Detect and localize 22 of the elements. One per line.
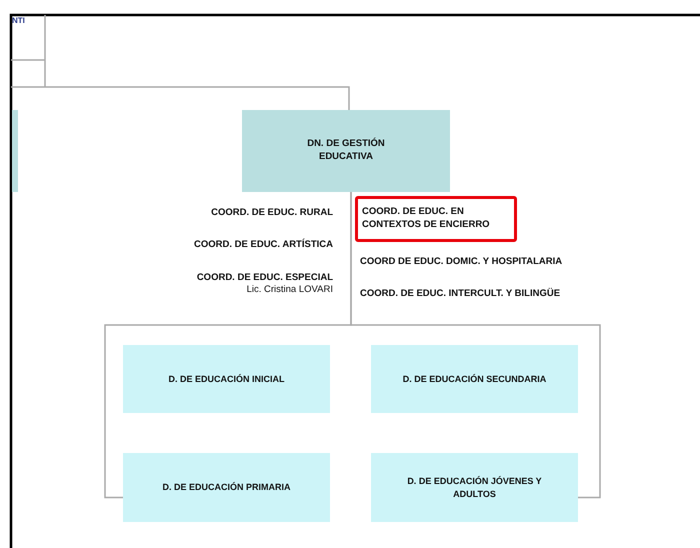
box-label: D. DE EDUCACIÓN INICIAL (168, 372, 284, 386)
box-label: DN. DE GESTIÓN EDUCATIVA (306, 138, 386, 164)
box-label: D. DE EDUCACIÓN JÓVENES Y ADULTOS (407, 475, 542, 500)
coordination-label: COORD DE EDUC. DOMIC. Y HOSPITALARIA (360, 256, 562, 268)
coordination-label: COORD. DE EDUC. ESPECIAL (196, 272, 333, 284)
person-name: Lic. Cristina LOVARI (246, 284, 333, 296)
coordination-label: COORD. DE EDUC. INTERCULT. Y BILINGÜE (360, 288, 560, 300)
highlight-box (355, 196, 517, 242)
org-box (371, 345, 578, 413)
org-box (371, 453, 578, 522)
box-label: D. DE EDUCACIÓN SECUNDARIA (402, 372, 546, 386)
box-label: NTI (12, 16, 25, 27)
org-box (242, 110, 450, 192)
coordination-label: COORD. DE EDUC. ARTÍSTICA (194, 239, 333, 250)
box-label: D. DE EDUCACIÓN PRIMARIA (162, 481, 290, 494)
coordination-label: COORD. DE EDUC. RURAL (211, 207, 333, 218)
box-label: COORD. DE EDUC. EN CONTEXTOS DE ENCIERRO (362, 206, 491, 232)
org-box (123, 345, 330, 413)
org-box (123, 453, 330, 522)
connector-line (350, 192, 601, 498)
org-box (12, 110, 18, 192)
connector-line (11, 86, 350, 110)
